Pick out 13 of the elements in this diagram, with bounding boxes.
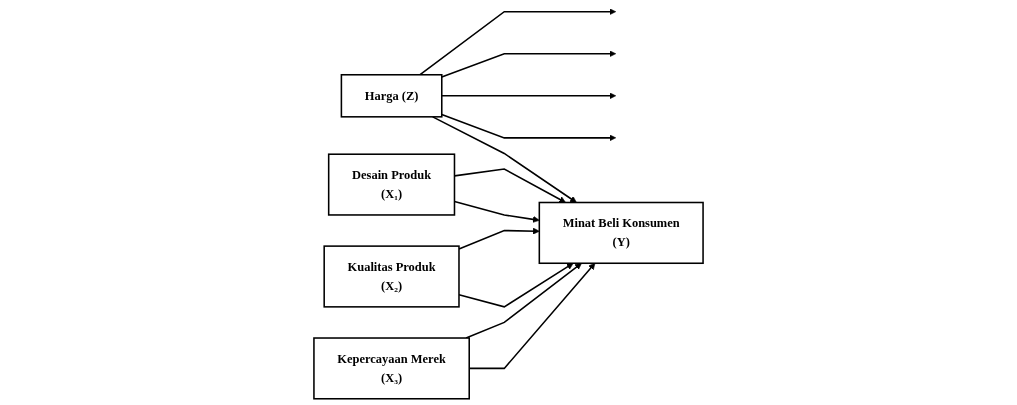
node-box: Minat Beli Konsumen (Y) (538, 201, 704, 265)
arrow (418, 8, 617, 76)
arrow (465, 262, 582, 339)
node-box: Kualitas Produk (X₂) (323, 245, 460, 308)
node-box: Kepercayaan Merek (X₃) (313, 337, 470, 400)
arrow (458, 227, 540, 250)
arrow (441, 50, 617, 78)
node-box: Desain Produk (X₁) (327, 153, 456, 216)
arrow (441, 92, 617, 100)
arrow (441, 113, 617, 142)
node-box: Harga (Z) (340, 74, 443, 118)
arrow (431, 116, 577, 203)
arrow (458, 262, 574, 308)
